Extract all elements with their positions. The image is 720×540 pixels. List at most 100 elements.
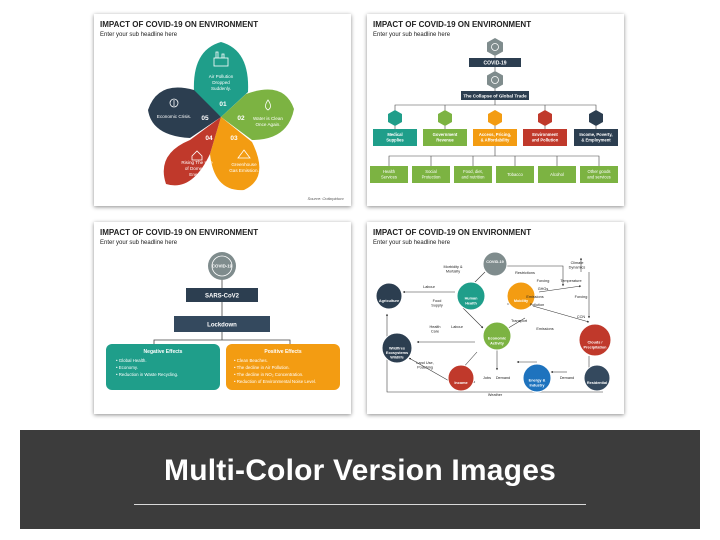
- slide-thumbnail-lockdown[interactable]: IMPACT OF COVID-19 ON ENVIRONMENT Enter …: [94, 222, 351, 414]
- slide-thumbnail-network[interactable]: IMPACT OF COVID-19 ON ENVIRONMENT Enter …: [367, 222, 624, 414]
- banner-underline: [134, 504, 586, 505]
- leaf-label: Other goods: [587, 169, 610, 174]
- healthcare-flow-label: Care: [431, 330, 439, 334]
- lockdown-label: Lockdown: [207, 323, 237, 329]
- petal-03-text-2: Gas Emission.: [229, 168, 259, 173]
- category-label: Supplies: [386, 137, 404, 142]
- food-flow-label: Food: [433, 299, 442, 303]
- transport-flow-label: Transport: [511, 319, 528, 323]
- health-node-label: Human: [465, 297, 479, 301]
- category-box: [523, 129, 567, 146]
- climate-flow-label: Climate: [571, 261, 584, 265]
- economy-icon: [169, 98, 179, 108]
- category-label: & Employment: [581, 137, 611, 142]
- petal-03: Greenhouse Gas Emission. 03: [210, 117, 260, 191]
- clouds-node-label: Clouds /: [588, 341, 604, 345]
- leaf-label: and services: [587, 174, 611, 179]
- leaf-label: Food, diet,: [463, 169, 483, 174]
- slide-thumbnail-trade-tree[interactable]: IMPACT OF COVID-19 ON ENVIRONMENT Enter …: [367, 14, 624, 206]
- slide-title: IMPACT OF COVID-19 ON ENVIRONMENT: [100, 228, 259, 237]
- ghgs-flow-label: GHGs: [538, 287, 549, 291]
- income-node-icon: [447, 364, 475, 392]
- slide-title: IMPACT OF COVID-19 ON ENVIRONMENT: [373, 20, 532, 29]
- income-node-label: Income: [454, 381, 467, 385]
- category-hex-icon: [438, 110, 452, 126]
- positive-item: • The decline in Air Pollution.: [234, 365, 290, 370]
- covid-box: [469, 58, 521, 67]
- petal-02-text-2: Once Again.: [255, 122, 280, 127]
- covid-node-icon: [482, 251, 508, 277]
- category-hex-icon: [538, 110, 552, 126]
- category-label: & Affordability: [481, 137, 510, 142]
- residential-node-icon: [583, 364, 611, 392]
- category-label: Medical: [387, 132, 402, 137]
- negative-item: • Reduction in Waste Recycling.: [116, 372, 178, 377]
- positive-heading: Positive Effects: [264, 349, 301, 355]
- leaf-box: [496, 166, 534, 183]
- category-box: [574, 129, 618, 146]
- slide-subtitle: Enter your sub headline here: [100, 32, 178, 38]
- economic-node-label: Economic: [488, 337, 506, 341]
- petal-03-text-1: Greenhouse: [231, 162, 257, 167]
- sars-label: SARS-CoV2: [205, 294, 240, 300]
- slide-title: IMPACT OF COVID-19 ON ENVIRONMENT: [100, 20, 259, 29]
- leaf-box: [538, 166, 576, 183]
- climate-flow-label: Dynamics: [569, 266, 586, 270]
- energy-node-label: Industry: [530, 383, 546, 387]
- leaf-label: Alcohol: [550, 172, 564, 177]
- leaf-label: Health: [383, 169, 396, 174]
- leaf-label: and nutrition: [461, 174, 485, 179]
- trade-collapse-label: The Collapse of Global Trade: [463, 94, 527, 99]
- greenhouse-icon: [237, 149, 251, 159]
- landuse-flow-label: Land Use,: [416, 361, 433, 365]
- healthcare-flow-label: Health: [430, 325, 441, 329]
- energy-node-icon: [522, 363, 552, 393]
- petal-04-text-3: Energy.: [189, 172, 205, 177]
- restrictions-flow-label: Restrictions: [515, 271, 535, 275]
- food-flow-label: Supply: [431, 304, 443, 308]
- lockdown-box: [174, 316, 270, 332]
- leaf-box: [370, 166, 408, 183]
- petal-04-text-1: Rising The Use: [181, 160, 213, 165]
- wildfires-node-label: Wildlife: [390, 356, 403, 360]
- trade-tree-diagram: COVID-19 The Collapse of Global Trade Me…: [370, 38, 618, 183]
- forcing1-flow-label: Forcing: [537, 279, 550, 283]
- covid-node-label: COVID-19: [486, 260, 504, 264]
- virus-hex-icon: [487, 38, 503, 56]
- petal-03-number: 03: [230, 135, 238, 142]
- slide-thumbnail-petals[interactable]: IMPACT OF COVID-19 ON ENVIRONMENT Enter …: [94, 14, 351, 206]
- category-label: Environment: [532, 132, 558, 137]
- banner: Multi-Color Version Images: [20, 430, 700, 529]
- leaf-box: [580, 166, 618, 183]
- negative-heading: Negative Effects: [144, 349, 183, 355]
- mobility-node-label: Mobility: [514, 299, 529, 303]
- temperature-flow-label: Temperature: [560, 279, 581, 283]
- emissions2-flow-label: Emissions: [536, 327, 553, 331]
- negative-effects-card: [106, 344, 220, 390]
- banner-title: Multi-Color Version Images: [164, 454, 556, 487]
- morbidity-flow-label: Morbidity &: [444, 265, 463, 269]
- source-note: Source: Outbrpiducc: [308, 196, 344, 201]
- globe-hex-icon: [487, 71, 503, 89]
- slide-subtitle: Enter your sub headline here: [373, 32, 451, 38]
- category-box: [473, 129, 517, 146]
- residential-node-label: Residential: [587, 381, 607, 385]
- category-label: Access, Pricing,: [479, 132, 511, 137]
- petal-02-number: 02: [237, 115, 245, 122]
- clouds-node-label: Precipitation: [584, 345, 608, 349]
- mobility-node-icon: [506, 281, 536, 311]
- jobs-flow-label: Jobs: [483, 376, 491, 380]
- petal-01: Air Pollution Dropped Suddenly. 01: [193, 42, 249, 117]
- category-box: [373, 129, 417, 146]
- petal-04: Rising The Use of Domestic Energy. 04: [163, 117, 221, 186]
- health-node-label: Health: [465, 301, 477, 305]
- leaf-box: [454, 166, 492, 183]
- petal-05-number: 05: [201, 115, 209, 122]
- category-box: [423, 129, 467, 146]
- health-node-icon: [456, 281, 486, 311]
- petal-05-text-1: Economic Crisis.: [157, 114, 191, 119]
- trade-collapse-box: [461, 91, 529, 100]
- morbidity-flow-label: Mortality: [446, 270, 460, 274]
- leaf-label: Services: [381, 174, 397, 179]
- ccn-flow-label: CCN: [577, 315, 585, 319]
